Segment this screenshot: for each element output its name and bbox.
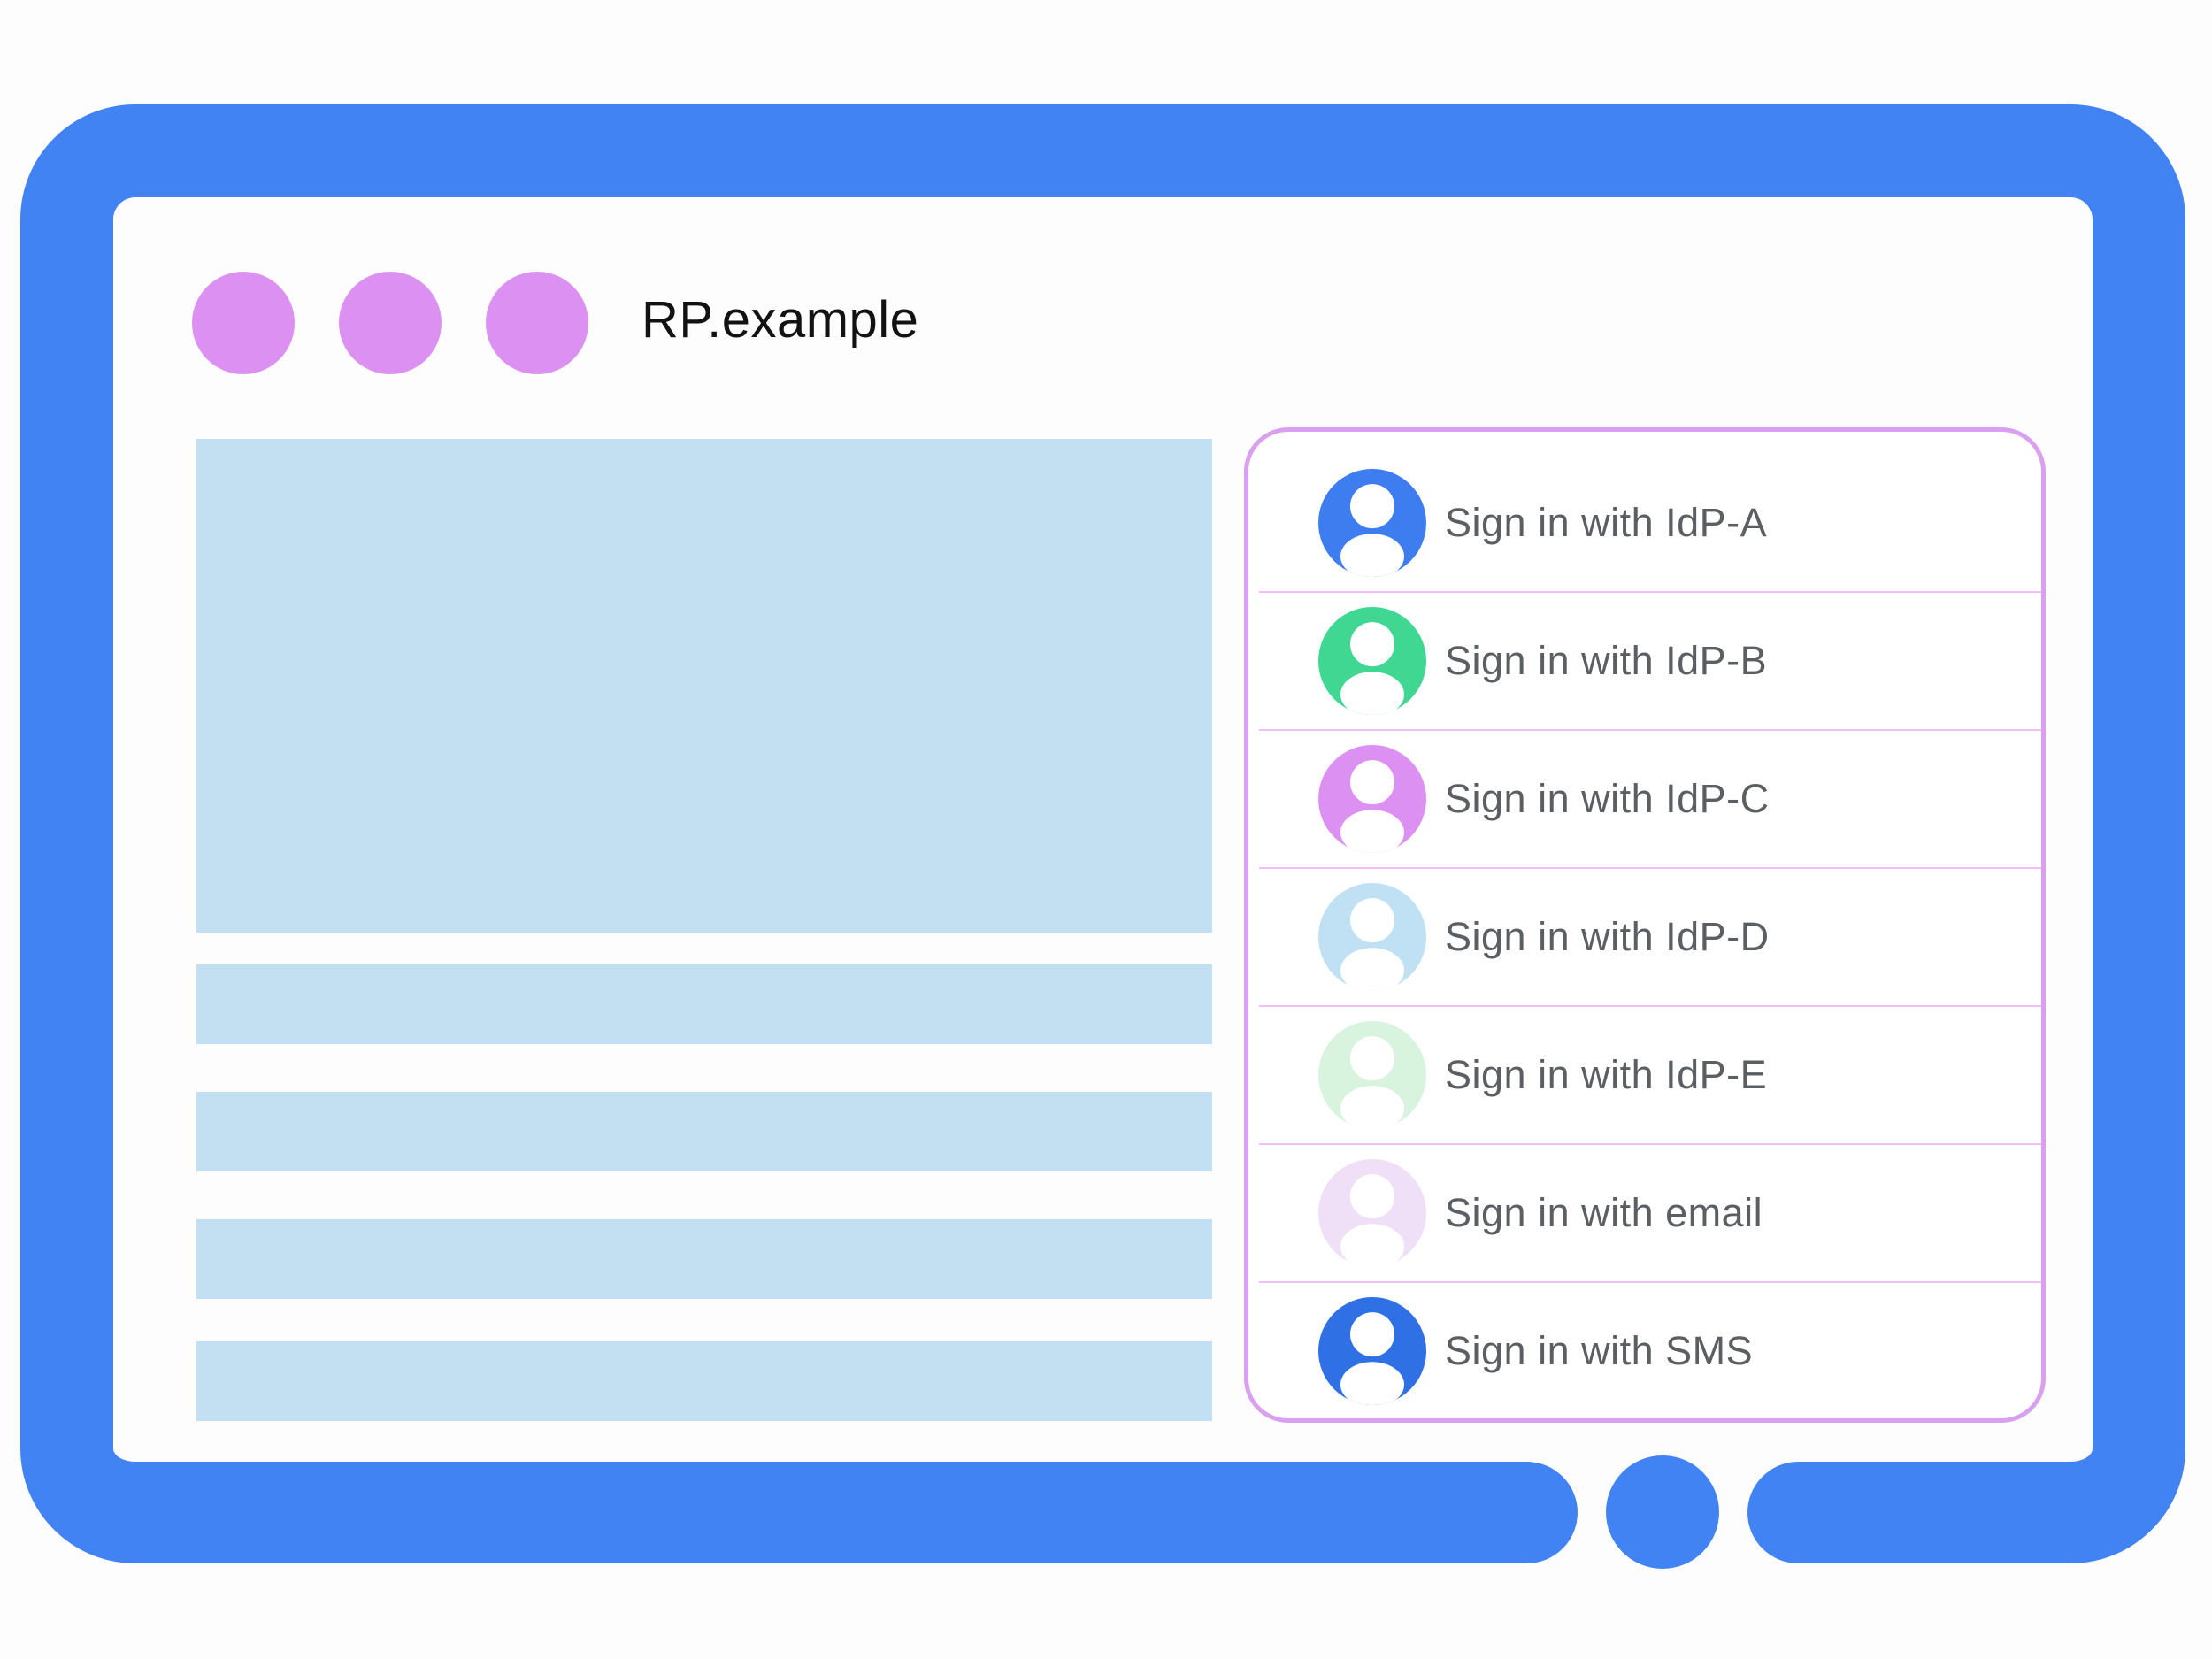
person-avatar-icon xyxy=(1318,1021,1426,1129)
row-divider xyxy=(1259,729,2041,731)
sign-in-option-label: Sign in with IdP-C xyxy=(1445,776,1770,821)
home-button-icon xyxy=(1606,1455,1719,1569)
sign-in-option-label: Sign in with IdP-D xyxy=(1445,914,1770,959)
content-placeholder-bar xyxy=(196,964,1212,1044)
row-divider xyxy=(1259,867,2041,869)
sign-in-option-sms[interactable]: Sign in with SMS xyxy=(1248,1283,2041,1419)
content-placeholder-bar xyxy=(196,1092,1212,1171)
bottom-bezel-left-segment xyxy=(1442,1462,1578,1563)
person-avatar-icon xyxy=(1318,469,1426,577)
person-avatar-icon xyxy=(1318,1159,1426,1267)
sign-in-option-idp-e[interactable]: Sign in with IdP-E xyxy=(1248,1007,2041,1143)
person-avatar-icon xyxy=(1318,607,1426,715)
sign-in-option-idp-b[interactable]: Sign in with IdP-B xyxy=(1248,593,2041,729)
row-divider xyxy=(1259,591,2041,593)
sign-in-option-label: Sign in with IdP-B xyxy=(1445,638,1768,683)
window-control-dots xyxy=(192,272,588,374)
sign-in-option-idp-d[interactable]: Sign in with IdP-D xyxy=(1248,869,2041,1005)
person-avatar-icon xyxy=(1318,745,1426,853)
sign-in-option-idp-a[interactable]: Sign in with IdP-A xyxy=(1248,455,2041,591)
window-control-dot-icon xyxy=(486,272,588,374)
sign-in-option-label: Sign in with IdP-E xyxy=(1445,1052,1768,1097)
sign-in-panel: Sign in with IdP-A Sign in with IdP-B Si… xyxy=(1244,427,2046,1423)
person-avatar-icon xyxy=(1318,883,1426,991)
sign-in-option-label: Sign in with SMS xyxy=(1445,1328,1754,1373)
row-divider xyxy=(1259,1005,2041,1007)
content-placeholder-bar xyxy=(196,1219,1212,1299)
window-control-dot-icon xyxy=(339,272,442,374)
sign-in-option-label: Sign in with email xyxy=(1445,1190,1763,1235)
person-avatar-icon xyxy=(1318,1297,1426,1405)
sign-in-option-idp-c[interactable]: Sign in with IdP-C xyxy=(1248,731,2041,867)
content-placeholder-hero xyxy=(196,439,1212,933)
row-divider xyxy=(1259,1281,2041,1283)
page-title: RP.example xyxy=(641,291,919,349)
sign-in-option-email[interactable]: Sign in with email xyxy=(1248,1145,2041,1281)
window-control-dot-icon xyxy=(192,272,295,374)
row-divider xyxy=(1259,1143,2041,1145)
sign-in-option-label: Sign in with IdP-A xyxy=(1445,500,1768,545)
bottom-bezel-right-segment xyxy=(1747,1462,1880,1563)
content-placeholder-bar xyxy=(196,1341,1212,1421)
